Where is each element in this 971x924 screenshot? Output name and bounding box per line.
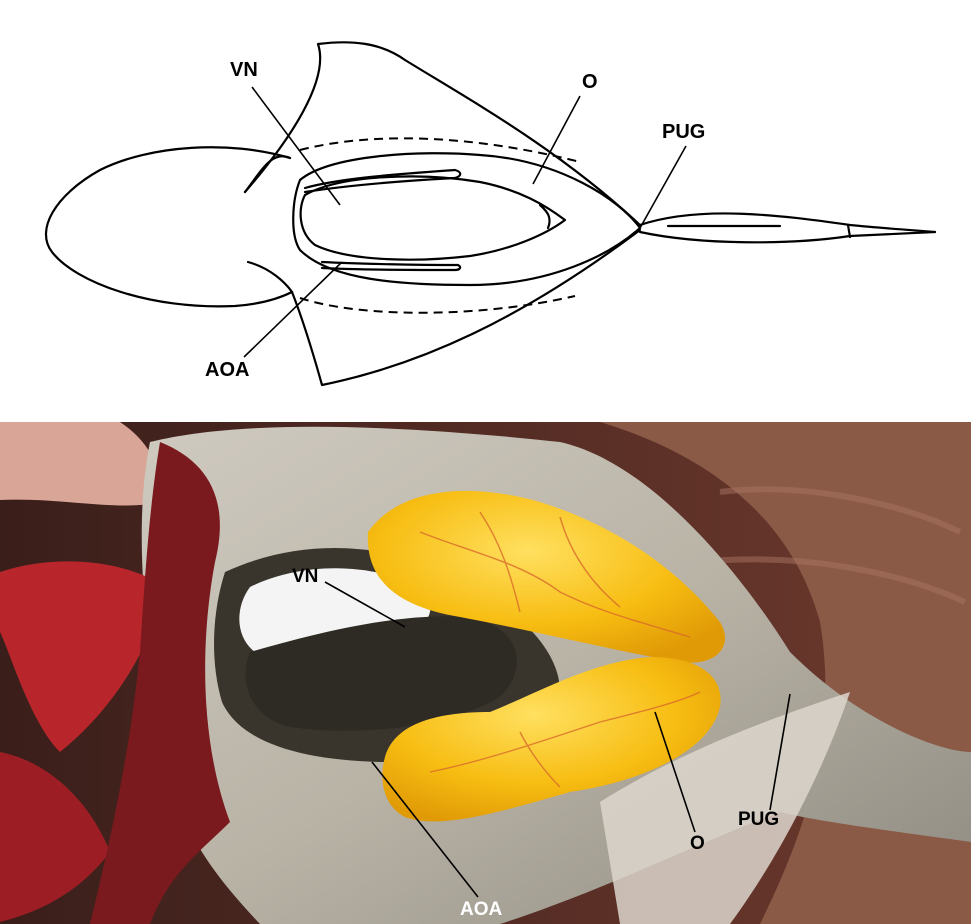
upper-dashed-line: [300, 138, 580, 162]
drawing-label-o: O: [582, 72, 598, 92]
upper-notch: [245, 156, 290, 192]
dissection-photo-panel: VN O PUG AOA: [0, 422, 971, 924]
photo-label-o: O: [690, 834, 705, 853]
ovary-outline: [293, 153, 640, 285]
line-drawing-panel: VN O PUG AOA: [0, 0, 971, 420]
head-outline: [46, 147, 292, 306]
drawing-label-aoa: AOA: [205, 360, 249, 380]
drawing-label-vn: VN: [230, 60, 258, 80]
drawing-label-pug: PUG: [662, 122, 705, 142]
swim-bladder-outline: [301, 176, 565, 259]
fish-outline-drawing: [0, 0, 971, 420]
vn-leader-line: [252, 87, 340, 205]
photo-label-vn: VN: [292, 567, 318, 586]
lower-artery: [322, 262, 460, 270]
tail-upper: [640, 213, 935, 232]
tail-lower: [640, 232, 935, 242]
lower-dashed-line: [300, 296, 575, 313]
photo-label-aoa: AOA: [460, 900, 502, 919]
dissection-photo: [0, 422, 971, 924]
lower-notch: [248, 262, 292, 292]
aoa-leader-line: [244, 262, 342, 357]
photo-label-pug: PUG: [738, 810, 779, 829]
